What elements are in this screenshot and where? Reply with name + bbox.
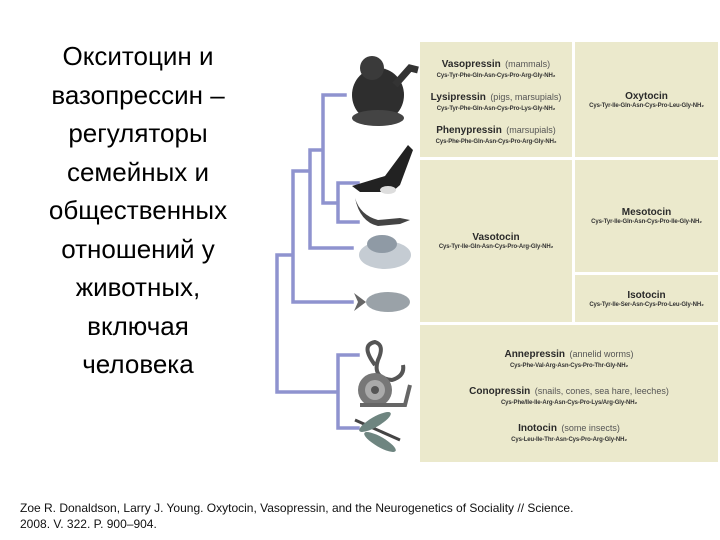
peptide-name: Inotocin	[518, 423, 557, 434]
tree-branches	[275, 93, 360, 430]
title-line: регуляторы	[68, 118, 208, 148]
peptide-sequence: Cys-Leu-Ile-Thr-Asn-Cys-Pro-Arg-Gly-NH₂	[511, 437, 627, 443]
peptide-sequence: Cys-Tyr-Phe-Gln-Asn-Cys-Pro-Arg-Gly-NH₂	[436, 73, 556, 79]
peptide-sequence: Cys-Phe-Val-Arg-Asn-Cys-Pro-Thr-Gly-NH₂	[509, 363, 629, 369]
title-line: животных,	[75, 272, 201, 302]
title-line: Окситоцин и	[62, 41, 214, 71]
peptide-sequence: Cys-Phe-Phe-Gln-Asn-Cys-Pro-Arg-Gly-NH₂	[435, 139, 557, 145]
peptide-sequence: Cys-Tyr-Ile-Gln-Asn-Cys-Pro-Arg-Gly-NH₂	[438, 244, 554, 250]
peptide-taxa: (marsupials)	[506, 125, 556, 135]
cell-isotocin: Isotocin Cys-Tyr-Ile-Ser-Asn-Cys-Pro-Leu…	[575, 275, 718, 322]
cell-invertebrates: Annepressin (annelid worms) Cys-Phe-Val-…	[420, 325, 718, 462]
peptide-phenypressin: Phenypressin (marsupials) Cys-Phe-Phe-Gl…	[436, 120, 557, 145]
peptide-name: Vasotocin	[472, 232, 520, 243]
citation-line: Zoe R. Donaldson, Larry J. Young. Oxytoc…	[20, 501, 574, 515]
peptide-sequence: Cys-Tyr-Phe-Gln-Asn-Cys-Pro-Lys-Gly-NH₂	[436, 106, 556, 112]
peptide-taxa: (some insects)	[561, 423, 620, 433]
peptide-lysipressin: Lysipressin (pigs, marsupials) Cys-Tyr-P…	[431, 87, 562, 112]
peptide-sequence: Cys-Tyr-Ile-Ser-Asn-Cys-Pro-Leu-Gly-NH₂	[589, 301, 704, 308]
citation-line: 2008. V. 322. P. 900–904.	[20, 517, 157, 531]
lizard-icon	[355, 198, 410, 226]
peptide-name: Conopressin	[469, 386, 531, 397]
peptide-conopressin: Conopressin (snails, cones, sea hare, le…	[469, 381, 669, 406]
peptide-name: Isotocin	[627, 289, 666, 301]
peptide-name: Annepressin	[504, 349, 566, 360]
peptide-name: Lysipressin	[430, 92, 486, 103]
peptide-annepressin: Annepressin (annelid worms) Cys-Phe-Val-…	[504, 344, 633, 369]
dragonfly-icon	[354, 412, 401, 452]
peptide-sequence: Cys-Phe/Ile-Ile-Arg-Asn-Cys-Pro-Lys/Arg-…	[500, 400, 638, 406]
cell-vasopressin-group: Vasopressin (mammals) Cys-Tyr-Phe-Gln-As…	[420, 42, 572, 157]
title-line: семейных и	[66, 156, 210, 187]
title-line: вазопрессин –	[51, 79, 225, 110]
peptide-name: Phenypressin	[436, 125, 502, 136]
citation: Zoe R. Donaldson, Larry J. Young. Oxytoc…	[20, 500, 573, 532]
slide-title: Окситоцин и вазопрессин – регуляторы сем…	[10, 37, 266, 384]
worm-icon	[365, 339, 406, 383]
frog-icon	[359, 235, 411, 269]
cell-vasotocin: Vasotocin Cys-Tyr-Ile-Gln-Asn-Cys-Pro-Ar…	[420, 160, 572, 322]
title-line: включая	[87, 310, 189, 341]
title-line: человека	[82, 349, 194, 379]
peptide-sequence: Cys-Tyr-Ile-Gln-Asn-Cys-Pro-Leu-Gly-NH₂	[589, 102, 704, 109]
fish-icon	[354, 292, 410, 312]
peptide-taxa: (snails, cones, sea hare, leeches)	[534, 386, 669, 396]
cell-mesotocin: Mesotocin Cys-Tyr-Ile-Gln-Asn-Cys-Pro-Il…	[575, 160, 718, 272]
peptide-vasopressin: Vasopressin (mammals) Cys-Tyr-Phe-Gln-As…	[437, 54, 556, 79]
snail-icon	[358, 373, 412, 407]
peptide-taxa: (mammals)	[505, 59, 551, 69]
peptide-inotocin: Inotocin (some insects) Cys-Leu-Ile-Thr-…	[511, 418, 627, 443]
peptide-taxa: (annelid worms)	[569, 349, 634, 359]
peptide-name: Oxytocin	[625, 90, 668, 102]
peptide-sequence: Cys-Tyr-Ile-Gln-Asn-Cys-Pro-Ile-Gly-NH₂	[591, 219, 702, 225]
cell-oxytocin: Oxytocin Cys-Tyr-Ile-Gln-Asn-Cys-Pro-Leu…	[575, 42, 718, 157]
gorilla-icon	[352, 56, 419, 126]
peptide-name: Mesotocin	[621, 207, 672, 218]
peptide-name: Vasopressin	[441, 59, 501, 70]
peptide-taxa: (pigs, marsupials)	[490, 92, 562, 102]
title-line: общественных	[48, 195, 228, 225]
title-line: отношений у	[61, 233, 215, 264]
eagle-icon	[352, 145, 413, 194]
